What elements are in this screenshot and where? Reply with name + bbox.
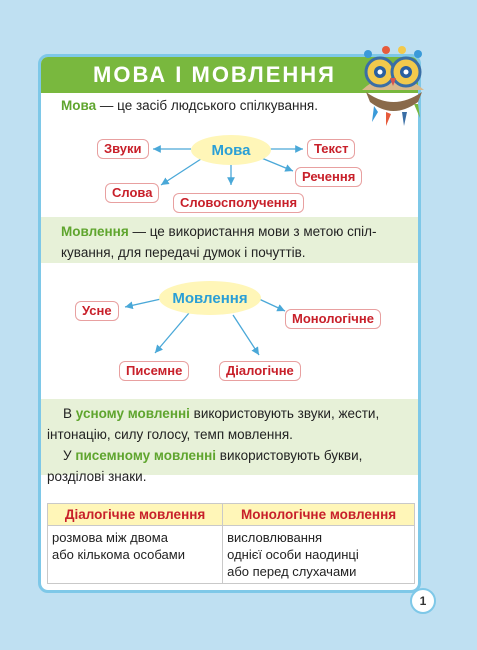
tag-slovospoluchennia: Словосполучення xyxy=(173,193,305,213)
tag-zvuky: Звуки xyxy=(97,139,149,159)
dialogic-line: або кількома особами xyxy=(52,547,185,562)
term-mova: Мова xyxy=(61,98,97,113)
definition-movlennia-line2: кування, для передачі думок і почуттів. xyxy=(61,245,306,260)
speech-types-text: В усному мовленні використовують звуки, … xyxy=(47,403,417,487)
definition-movlennia: Мовлення — це використання мови з метою … xyxy=(61,221,377,263)
speech-types-band xyxy=(41,399,418,475)
speech-written-line4: розділові знаки. xyxy=(47,469,147,484)
definition-mova: Мова — це засіб людського спілкування. xyxy=(61,95,318,116)
tag-slova: Слова xyxy=(105,183,160,203)
tag-tekst: Текст xyxy=(307,139,356,159)
monologic-line: висловлювання xyxy=(227,530,323,545)
diagram-mova-center: Мова xyxy=(191,135,271,165)
page-title-bar: МОВА І МОВЛЕННЯ xyxy=(41,57,418,93)
term-oral-speech: усному мовленні xyxy=(75,406,190,421)
comparison-table: Діалогічне мовлення Монологічне мовлення… xyxy=(46,503,415,584)
tag-pysemne: Писемне xyxy=(119,361,190,381)
definition-mova-text: — це засіб людського спілкування. xyxy=(96,98,318,113)
speech-written-post: використовують букви, xyxy=(216,448,363,463)
table-header-dialogic: Діалогічне мовлення xyxy=(46,503,224,526)
diagram-movlennia-center: Мовлення xyxy=(159,281,261,315)
definition-movlennia-band xyxy=(41,217,418,263)
term-written-speech: писемному мовленні xyxy=(75,448,217,463)
table-cell-monologic: висловлювання однієї особи наодинці або … xyxy=(222,525,415,584)
tag-dialohichne: Діалогічне xyxy=(219,361,301,381)
table-cell-dialogic: розмова між двома або кількома особами xyxy=(46,525,224,584)
monologic-line: однієї особи наодинці xyxy=(227,547,359,562)
definition-movlennia-line1: — це використання мови з метою спіл- xyxy=(128,224,377,239)
speech-oral-post: використовують звуки, жести, xyxy=(189,406,380,421)
table-row: розмова між двома або кількома особами в… xyxy=(46,525,415,584)
diagram-mova-arrows xyxy=(124,145,303,356)
tag-rechennia: Речення xyxy=(295,167,363,187)
page-number: 1 xyxy=(410,588,436,614)
term-movlennia: Мовлення xyxy=(61,224,129,239)
speech-oral-line2: інтонацію, силу голосу, темп мовлення. xyxy=(47,427,293,442)
page-frame: МОВА І МОВЛЕННЯ Мова — це засіб людськог… xyxy=(38,54,421,593)
tag-monolohichne: Монологічне xyxy=(285,309,381,329)
dialogic-line: розмова між двома xyxy=(52,530,168,545)
page-title: МОВА І МОВЛЕННЯ xyxy=(93,62,336,87)
owl-illustration-icon xyxy=(362,46,424,126)
monologic-line: або перед слухачами xyxy=(227,564,357,579)
tag-usne: Усне xyxy=(75,301,119,321)
speech-written-pre: У xyxy=(63,448,76,463)
speech-oral-pre: В xyxy=(63,406,76,421)
table-header-monologic: Монологічне мовлення xyxy=(222,503,415,526)
